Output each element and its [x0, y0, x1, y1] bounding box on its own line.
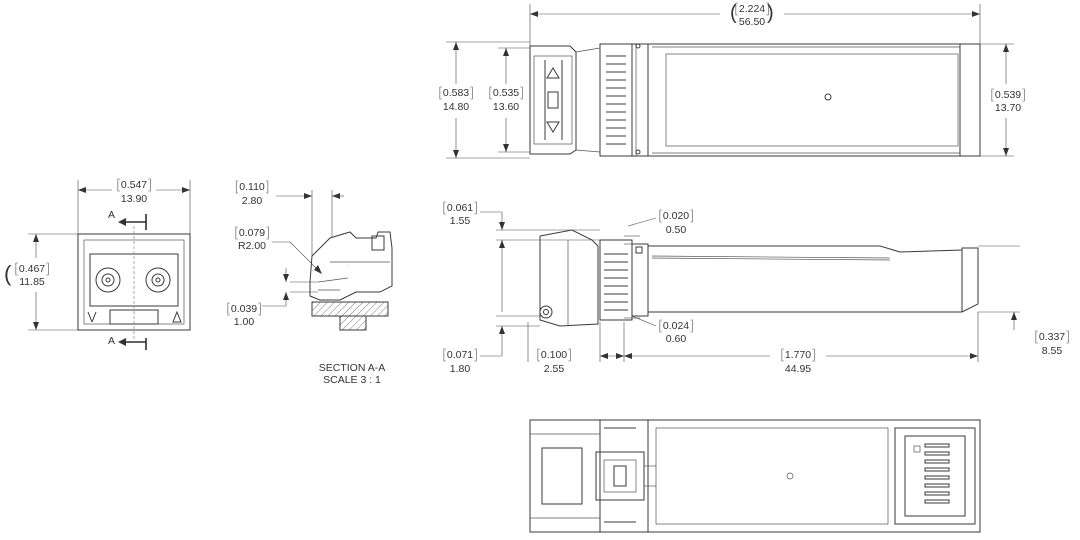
top-fins: [606, 55, 626, 145]
dim-front-height-in: 0.467: [19, 263, 45, 275]
dim-side-bottom-offset-in: 0.071: [447, 349, 473, 361]
section-title: SECTION A-A: [319, 362, 386, 374]
inch-bracket: [659, 319, 693, 333]
dim-top-height-inner-mm: 13.60: [493, 101, 519, 113]
inch-bracket: [443, 201, 477, 215]
inch-bracket: [489, 86, 523, 100]
inch-bracket: [117, 178, 151, 192]
bottom-view: [529, 419, 981, 533]
front-view: A A: [77, 209, 191, 350]
dim-section-depth-in: 0.110: [239, 181, 265, 193]
dim-section-depth: 0.110 2.80: [235, 180, 269, 207]
dim-top-height-outer: 0.583 14.80: [439, 86, 473, 113]
dim-side-tab-low-in: 0.024: [663, 320, 689, 332]
dim-section-radius-mm: R2.00: [238, 240, 266, 252]
dim-top-height-right-mm: 13.70: [995, 102, 1021, 114]
inch-bracket: [443, 348, 477, 362]
section-caption: SECTION A-A SCALE 3 : 1: [319, 362, 386, 386]
dim-body-length-in: 1.770: [785, 349, 811, 361]
dim-section-radius-in: 0.079: [239, 227, 265, 239]
inch-bracket: [991, 88, 1025, 102]
inch-bracket: [537, 348, 571, 362]
dim-side-top-offset-in: 0.061: [447, 202, 473, 214]
inch-bracket: [439, 86, 473, 100]
dim-top-height-inner: 0.535 13.60: [489, 86, 523, 113]
dim-section-step-in: 0.039: [231, 303, 257, 315]
dim-side-top-offset-mm: 1.55: [450, 215, 471, 227]
section-marker-top: A: [108, 209, 115, 221]
dim-side-tab-low: 0.024 0.60: [659, 319, 693, 345]
top-view: [529, 43, 981, 157]
section-view: _: [309, 231, 393, 331]
dim-overall-length-mm: 56.50: [739, 16, 765, 28]
dim-body-length-mm: 44.95: [785, 363, 811, 375]
svg-text:(: (: [4, 261, 12, 286]
inch-bracket: [1035, 330, 1069, 344]
dim-top-height-outer-mm: 14.80: [443, 101, 469, 113]
inch-bracket: [15, 262, 49, 276]
dim-section-radius: 0.079 R2.00: [235, 226, 269, 252]
section-scale: SCALE 3 : 1: [323, 374, 381, 386]
section-marker-bottom: A: [108, 335, 115, 347]
dim-front-width: 0.547 13.90: [117, 178, 151, 205]
dim-side-bottom-offset: 0.071 1.80: [443, 348, 477, 375]
dim-latch-length-mm: 2.55: [544, 363, 565, 375]
inch-bracket: [235, 226, 269, 240]
dim-latch-length: 0.100 2.55: [537, 348, 571, 375]
dim-side-tab-height-in: 0.020: [663, 210, 689, 222]
dim-side-bottom-offset-mm: 1.80: [450, 363, 471, 375]
dim-side-height-mm: 8.55: [1042, 345, 1063, 357]
dim-side-tab-height-mm: 0.50: [666, 224, 687, 236]
dim-top-height-right-in: 0.539: [995, 89, 1021, 101]
inch-bracket: [235, 180, 269, 194]
dim-section-depth-mm: 2.80: [242, 195, 263, 207]
bottom-contacts: [924, 443, 950, 504]
dim-front-width-mm: 13.90: [121, 193, 147, 205]
dim-top-height-outer-in: 0.583: [443, 87, 469, 99]
section-callout-tiny: _: [345, 261, 349, 266]
dim-body-length: 1.770 44.95: [781, 348, 815, 375]
dim-side-tab-height: 0.020 0.50: [659, 209, 693, 236]
dimension-lines: [28, 4, 1020, 362]
dim-top-height-inner-in: 0.535: [493, 87, 519, 99]
side-view: [539, 229, 979, 327]
inch-bracket: [781, 348, 815, 362]
dim-front-width-in: 0.547: [121, 179, 147, 191]
dim-section-step-mm: 1.00: [234, 316, 255, 328]
dim-front-height-mm: 11.85: [19, 276, 45, 288]
inch-bracket: [735, 2, 769, 16]
inch-bracket: [659, 209, 693, 223]
svg-text:(: (: [730, 2, 737, 24]
svg-text:): ): [767, 2, 774, 24]
inch-bracket: [227, 302, 261, 316]
dimension-labels: 2.224 56.50 ( ) 0.583 14.80 0.535 13.60 …: [4, 2, 1069, 375]
dim-overall-length: 2.224 56.50 ( ): [730, 2, 774, 28]
dim-side-top-offset: 0.061 1.55: [443, 201, 477, 227]
dim-side-height-in: 0.337: [1039, 331, 1065, 343]
dim-latch-length-in: 0.100: [541, 349, 567, 361]
dim-top-height-right: 0.539 13.70: [991, 88, 1025, 114]
dim-front-height: 0.467 11.85 (: [4, 261, 49, 288]
dim-side-height: 0.337 8.55: [1035, 330, 1069, 357]
dim-overall-length-in: 2.224: [739, 3, 765, 15]
dim-side-tab-low-mm: 0.60: [666, 333, 687, 345]
dim-section-step: 0.039 1.00: [227, 302, 261, 328]
side-fins: [604, 253, 628, 311]
